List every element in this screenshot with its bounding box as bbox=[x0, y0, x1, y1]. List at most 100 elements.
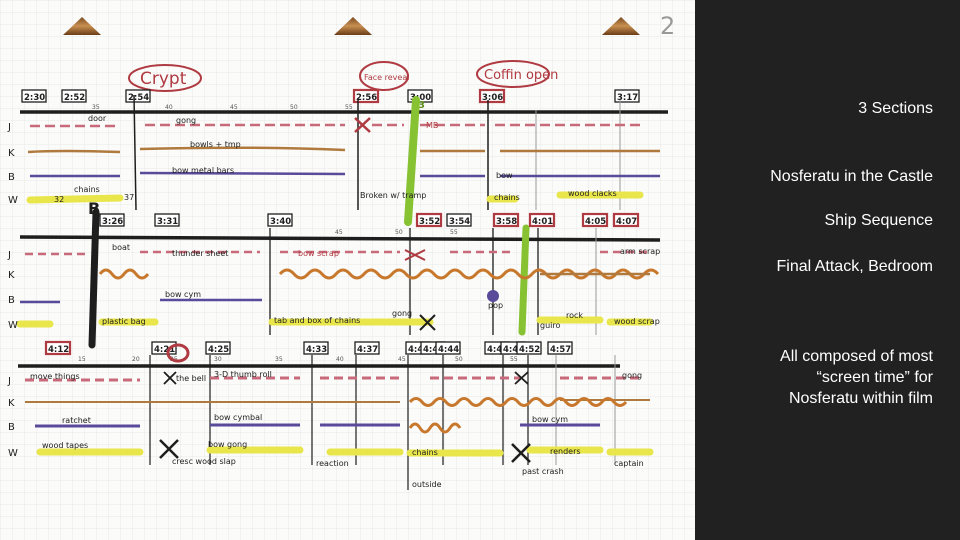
time-box bbox=[516, 341, 542, 355]
handwritten-label: 3-D thumb roll bbox=[214, 370, 272, 379]
handwritten-label: outside bbox=[412, 480, 442, 489]
row-letter: K bbox=[8, 148, 15, 159]
handwritten-label: MB bbox=[426, 121, 438, 130]
handwritten-label: wood tapes bbox=[42, 441, 88, 450]
ruler-tick: 35 bbox=[275, 356, 283, 363]
handwritten-label: bow bbox=[496, 171, 513, 180]
handwritten-label: cresc wood slap bbox=[172, 457, 236, 466]
handwritten-label: bow cymbal bbox=[214, 413, 262, 422]
handwritten-label: bow gong bbox=[208, 440, 247, 449]
heading-face-reveal: Face reveal bbox=[364, 73, 409, 82]
ruler-tick: 55 bbox=[345, 104, 353, 111]
ruler-tick: 45 bbox=[335, 229, 343, 236]
row-letter: J bbox=[7, 122, 11, 133]
sections-title: 3 Sections bbox=[858, 100, 933, 117]
row-letter: J bbox=[7, 376, 11, 387]
handwritten-label: chains bbox=[412, 448, 438, 457]
handwritten-label: chains bbox=[494, 193, 520, 202]
handwritten-label: arm scrap bbox=[620, 247, 660, 256]
time-box bbox=[354, 341, 380, 355]
time-box-label: 3:26 bbox=[102, 217, 123, 227]
handwritten-label: door bbox=[88, 114, 107, 123]
ruler-tick: 50 bbox=[455, 356, 463, 363]
row-letter: W bbox=[8, 320, 18, 331]
row-letter: K bbox=[8, 270, 15, 281]
time-box bbox=[612, 212, 640, 228]
time-box bbox=[446, 213, 472, 227]
ruler-tick: 55 bbox=[450, 229, 458, 236]
handwritten-label: pop bbox=[488, 301, 503, 310]
row-letter: W bbox=[8, 448, 18, 459]
row-letter: J bbox=[7, 250, 11, 261]
handwritten-label: reaction bbox=[316, 459, 349, 468]
time-box-label: 2:56 bbox=[356, 93, 377, 103]
time-box bbox=[478, 88, 506, 104]
time-box-label: 4:21 bbox=[154, 345, 175, 355]
page-mark: 2 bbox=[660, 12, 675, 40]
handwritten-label: gong bbox=[392, 309, 412, 318]
ruler-tick: 35 bbox=[92, 104, 100, 111]
time-box-label: 3:54 bbox=[449, 217, 470, 227]
handwritten-label: thunder sheet bbox=[172, 249, 228, 258]
score-sketch-image: 2 Crypt Face reveal Coffin open 2:30 2:52… bbox=[0, 0, 695, 540]
time-box bbox=[61, 89, 87, 103]
time-box bbox=[547, 341, 573, 355]
ruler-tick: 50 bbox=[395, 229, 403, 236]
time-box bbox=[528, 212, 556, 228]
scene-ship: Ship Sequence bbox=[824, 212, 933, 229]
time-box bbox=[415, 212, 443, 228]
ruler-tick: 30 bbox=[214, 356, 222, 363]
time-box-label: 4:05 bbox=[585, 217, 606, 227]
handwritten-label: move things bbox=[30, 372, 80, 381]
hole-punch-icon bbox=[334, 17, 372, 35]
time-box-label: 4:44 bbox=[438, 345, 459, 355]
time-box-label: 4:42 bbox=[423, 345, 444, 355]
time-box bbox=[352, 88, 380, 104]
handwritten-label: wood scrap bbox=[614, 317, 660, 326]
handwritten-label: bow scrap bbox=[298, 249, 339, 258]
handwritten-label: boat bbox=[112, 243, 130, 252]
time-box bbox=[614, 89, 640, 103]
row-letter: B bbox=[8, 422, 15, 433]
time-box bbox=[151, 341, 177, 355]
summary-line-1: All composed of most bbox=[780, 348, 933, 365]
time-box-label: 3:17 bbox=[617, 93, 638, 103]
time-box-label: 4:25 bbox=[208, 345, 229, 355]
ruler-tick: 15 bbox=[78, 356, 86, 363]
handwritten-label: captain bbox=[614, 459, 644, 468]
scene-bedroom: Final Attack, Bedroom bbox=[776, 258, 933, 275]
handwritten-label: plastic bag bbox=[102, 317, 146, 326]
time-box-label: 4:47 bbox=[487, 345, 508, 355]
time-box-label: 4:07 bbox=[616, 217, 637, 227]
time-box-label: 4:33 bbox=[306, 345, 327, 355]
handwritten-label: 32 bbox=[54, 195, 64, 204]
time-box bbox=[21, 89, 47, 103]
row-letter: W bbox=[8, 195, 18, 206]
handwritten-label: wood clacks bbox=[568, 189, 617, 198]
heading-crypt: Crypt bbox=[140, 69, 187, 89]
heading-coffin-open: Coffin open bbox=[484, 68, 558, 83]
handwritten-label: guiro bbox=[540, 321, 560, 330]
row-letter: B bbox=[8, 295, 15, 306]
time-box-label: 4:48 bbox=[503, 345, 524, 355]
handwritten-label: bowls + tmp bbox=[190, 140, 241, 149]
time-box-label: 3:06 bbox=[482, 93, 503, 103]
time-box-label: 3:31 bbox=[157, 217, 178, 227]
hole-punch-icon bbox=[602, 17, 640, 35]
time-box-label: 3:40 bbox=[270, 217, 291, 227]
time-box-label: 4:52 bbox=[519, 345, 540, 355]
time-box bbox=[99, 213, 125, 227]
time-box bbox=[44, 340, 72, 356]
time-box-label: 2:30 bbox=[24, 93, 45, 103]
time-box-label: 2:52 bbox=[64, 93, 85, 103]
handwritten-label: bow cym bbox=[532, 415, 568, 424]
handwritten-label: chains bbox=[74, 185, 100, 194]
handwritten-label: past crash bbox=[522, 467, 564, 476]
time-box bbox=[581, 212, 609, 228]
time-box bbox=[205, 341, 231, 355]
time-box-label: 4:12 bbox=[48, 345, 69, 355]
time-box-label: 4:01 bbox=[532, 217, 553, 227]
ruler-tick: 45 bbox=[230, 104, 238, 111]
notes-panel: 3 Sections Nosferatu in the Castle Ship … bbox=[695, 0, 960, 540]
handwritten-label: renders bbox=[550, 447, 581, 456]
